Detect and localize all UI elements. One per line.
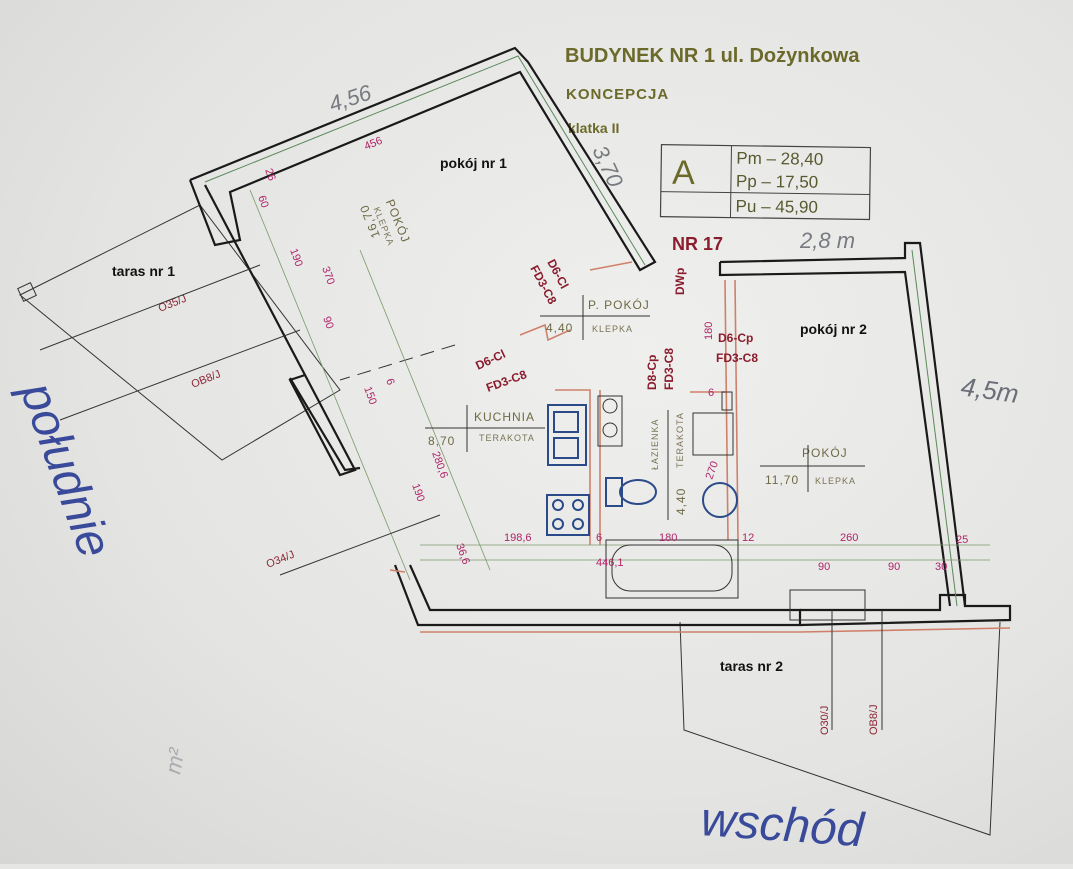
svg-text:OB8/J: OB8/J <box>868 704 880 735</box>
svg-text:25: 25 <box>956 534 968 546</box>
svg-text:4,40: 4,40 <box>674 488 688 515</box>
svg-text:26: 26 <box>262 167 277 183</box>
svg-text:180: 180 <box>659 532 677 544</box>
svg-text:150: 150 <box>361 385 379 406</box>
svg-text:190: 190 <box>409 482 427 503</box>
svg-text:260: 260 <box>840 532 858 544</box>
svg-text:FD3-C8: FD3-C8 <box>716 351 758 365</box>
svg-text:60: 60 <box>255 194 270 210</box>
svg-text:6: 6 <box>596 532 602 544</box>
svg-text:POKÓJ: POKÓJ <box>802 445 848 460</box>
dimension-labels: 456 26 60 190 370 90 150 6 280,6 190 36,… <box>255 135 968 573</box>
svg-text:180: 180 <box>703 322 715 340</box>
svg-text:4,5m: 4,5m <box>959 371 1020 409</box>
svg-text:FD3-C8: FD3-C8 <box>484 367 529 395</box>
svg-text:KUCHNIA: KUCHNIA <box>474 410 535 424</box>
room-living-1: POKÓJ KLEPKA 16,70 <box>357 197 414 247</box>
washing-machine-icon <box>597 395 623 447</box>
svg-text:190: 190 <box>287 247 305 268</box>
room-living-2: POKÓJ 11,70 KLEPKA <box>760 445 865 492</box>
svg-text:ŁAZIENKA: ŁAZIENKA <box>650 418 660 470</box>
apartment-type: A <box>672 154 696 192</box>
kitchen-sink-icon <box>547 404 587 466</box>
svg-text:wschód: wschód <box>699 793 866 857</box>
svg-text:90: 90 <box>320 315 335 331</box>
svg-text:KLEPKA: KLEPKA <box>815 476 856 486</box>
interior-partitions <box>249 189 990 621</box>
walls <box>188 46 1012 633</box>
svg-text:OB8/J: OB8/J <box>190 368 223 391</box>
room-2-label: pokój nr 2 <box>800 321 867 337</box>
svg-text:2,8 m: 2,8 m <box>799 228 855 253</box>
svg-text:8,70: 8,70 <box>428 434 455 448</box>
svg-text:6: 6 <box>383 377 396 387</box>
svg-text:4,56: 4,56 <box>326 80 375 117</box>
svg-text:D6-Cp: D6-Cp <box>718 331 753 345</box>
svg-text:270: 270 <box>704 460 722 481</box>
handwritten-notes: 4,56 3,70 2,8 m 4,5m południe wschód m² <box>9 80 1021 858</box>
svg-text:D6-Cl: D6-Cl <box>473 347 507 373</box>
staircase-label: klatka II <box>568 120 619 136</box>
area-pm: Pm – 28,40 <box>736 149 823 169</box>
stove-icon <box>546 494 590 536</box>
svg-text:30: 30 <box>935 561 947 573</box>
svg-text:11,70: 11,70 <box>765 473 799 487</box>
svg-text:90: 90 <box>888 561 900 573</box>
svg-text:D8-Cp: D8-Cp <box>645 355 659 390</box>
svg-text:4,40: 4,40 <box>546 321 573 335</box>
apartment-number: NR 17 <box>672 234 723 254</box>
area-pp: Pp – 17,50 <box>736 172 819 192</box>
svg-text:O34/J: O34/J <box>265 549 297 571</box>
svg-text:O30/J: O30/J <box>819 706 831 735</box>
svg-text:12: 12 <box>742 532 754 544</box>
terrace-1-label: taras nr 1 <box>112 263 175 279</box>
svg-text:280,6: 280,6 <box>429 450 450 480</box>
svg-text:m²: m² <box>160 746 189 776</box>
svg-text:TERAKOTA: TERAKOTA <box>675 412 685 468</box>
area-table: A Pm – 28,40 Pp – 17,50 Pu – 45,90 <box>659 144 872 221</box>
washbasin-icon <box>702 482 738 518</box>
terrace-1-outline <box>19 204 341 461</box>
svg-text:P. POKÓJ: P. POKÓJ <box>588 297 650 312</box>
svg-text:36,6: 36,6 <box>453 542 472 566</box>
terrace-2-label: taras nr 2 <box>720 658 783 674</box>
room-bathroom: ŁAZIENKA TERAKOTA 4,40 <box>650 410 688 520</box>
svg-text:TERAKOTA: TERAKOTA <box>479 433 535 443</box>
svg-text:KLEPKA: KLEPKA <box>592 324 633 334</box>
building-title: BUDYNEK NR 1 ul. Dożynkowa <box>565 45 860 67</box>
toilet-icon <box>605 477 657 507</box>
door-labels: D6-Cl FD3-C8 D6-Cl FD3-C8 D8-Cp FD3-C8 D… <box>473 257 758 395</box>
svg-text:DWp: DWp <box>673 268 687 295</box>
svg-text:O35/J: O35/J <box>157 293 189 315</box>
concept-label: KONCEPCJA <box>566 86 669 103</box>
terrace-2-outline <box>679 621 1001 836</box>
room-1-label: pokój nr 1 <box>440 155 507 171</box>
svg-text:446,1: 446,1 <box>596 557 624 569</box>
area-pu: Pu – 45,90 <box>735 197 818 217</box>
svg-text:370: 370 <box>319 265 337 286</box>
svg-text:6: 6 <box>708 387 714 399</box>
room-kitchen: KUCHNIA 8,70 TERAKOTA <box>425 405 545 452</box>
svg-text:90: 90 <box>818 561 830 573</box>
svg-text:FD3-C8: FD3-C8 <box>662 348 676 390</box>
boiler-icon <box>692 391 734 456</box>
svg-text:198,6: 198,6 <box>504 532 532 544</box>
svg-text:południe: południe <box>9 374 122 565</box>
room-hall: P. POKÓJ 4,40 KLEPKA <box>540 295 650 340</box>
svg-text:456: 456 <box>363 135 385 153</box>
